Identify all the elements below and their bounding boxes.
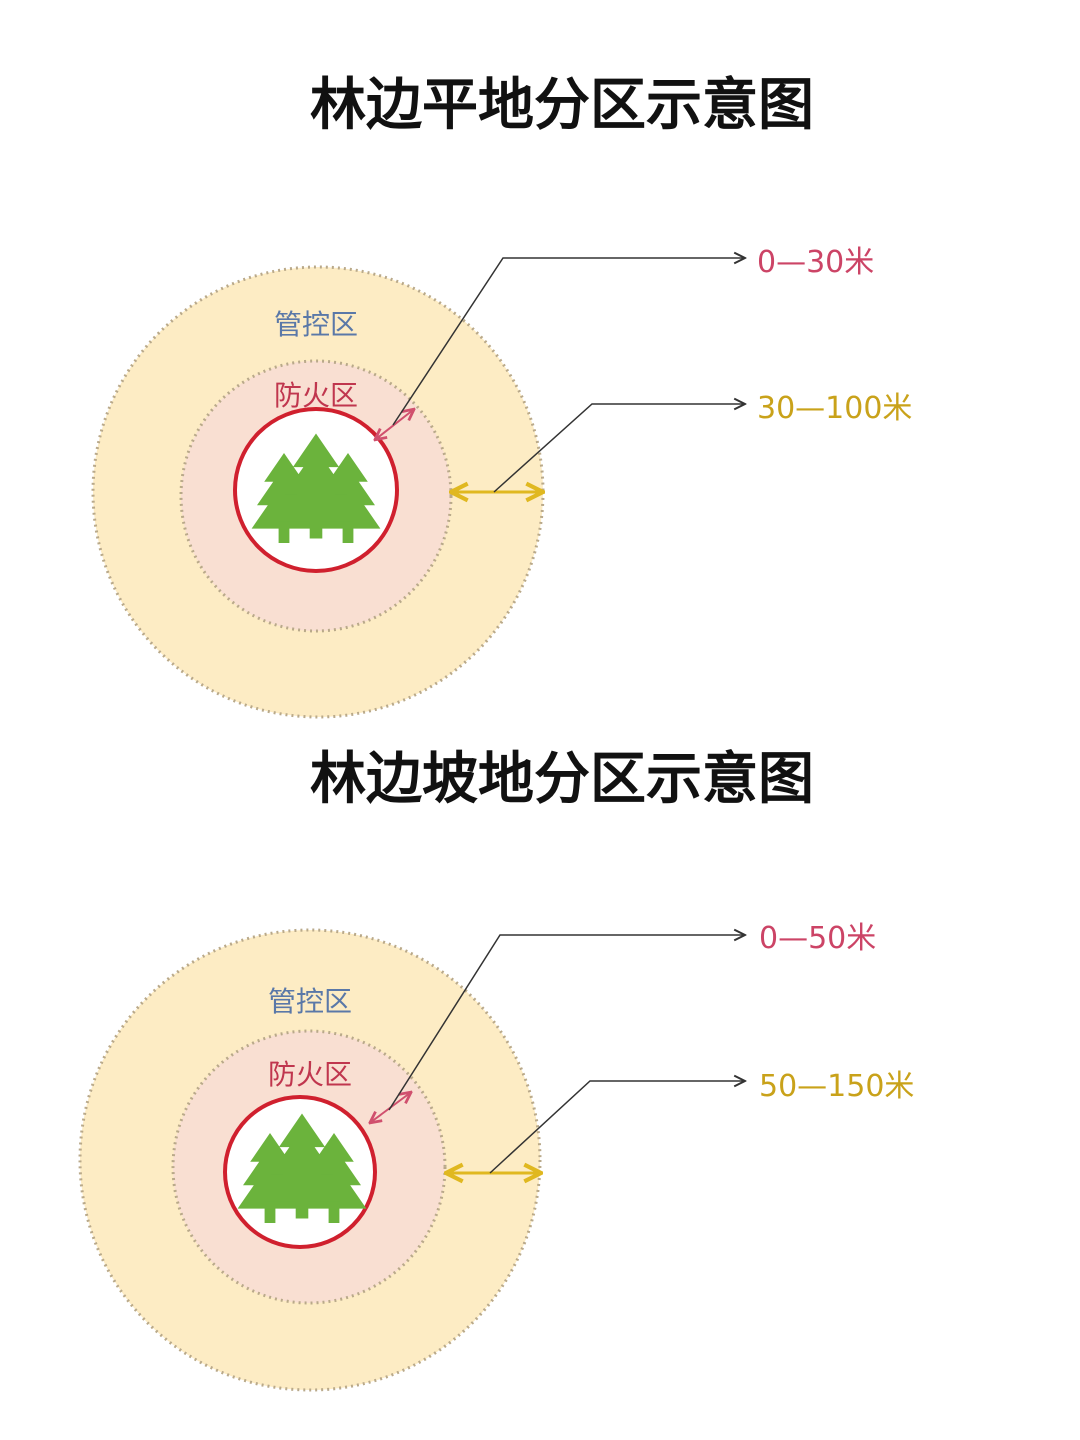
control-zone-distance: 30—100米 bbox=[757, 391, 912, 426]
flat-land-diagram: 林边平地分区示意图 管控区 防火区 0—30米 30—100米 bbox=[91, 73, 912, 719]
diagram-title: 林边平地分区示意图 bbox=[310, 73, 814, 138]
fire-zone-distance: 0—30米 bbox=[757, 245, 874, 280]
fire-zone-leader-line bbox=[388, 935, 745, 1111]
fire-zone-label: 防火区 bbox=[274, 379, 358, 412]
control-zone-label: 管控区 bbox=[268, 985, 352, 1018]
control-zone-leader-line bbox=[489, 1081, 745, 1174]
fire-zone-distance: 0—50米 bbox=[759, 921, 876, 956]
control-zone-leader-line bbox=[493, 404, 745, 493]
diagram-title: 林边坡地分区示意图 bbox=[310, 747, 814, 812]
fire-zone-label: 防火区 bbox=[268, 1058, 352, 1091]
control-zone-distance: 50—150米 bbox=[759, 1069, 914, 1104]
fire-zone-width-arrow bbox=[376, 410, 413, 439]
slope-land-diagram: 林边坡地分区示意图 管控区 防火区 0—50米 50—150米 bbox=[78, 747, 914, 1392]
fire-zone-leader-line bbox=[392, 258, 745, 426]
control-zone-label: 管控区 bbox=[274, 308, 358, 341]
